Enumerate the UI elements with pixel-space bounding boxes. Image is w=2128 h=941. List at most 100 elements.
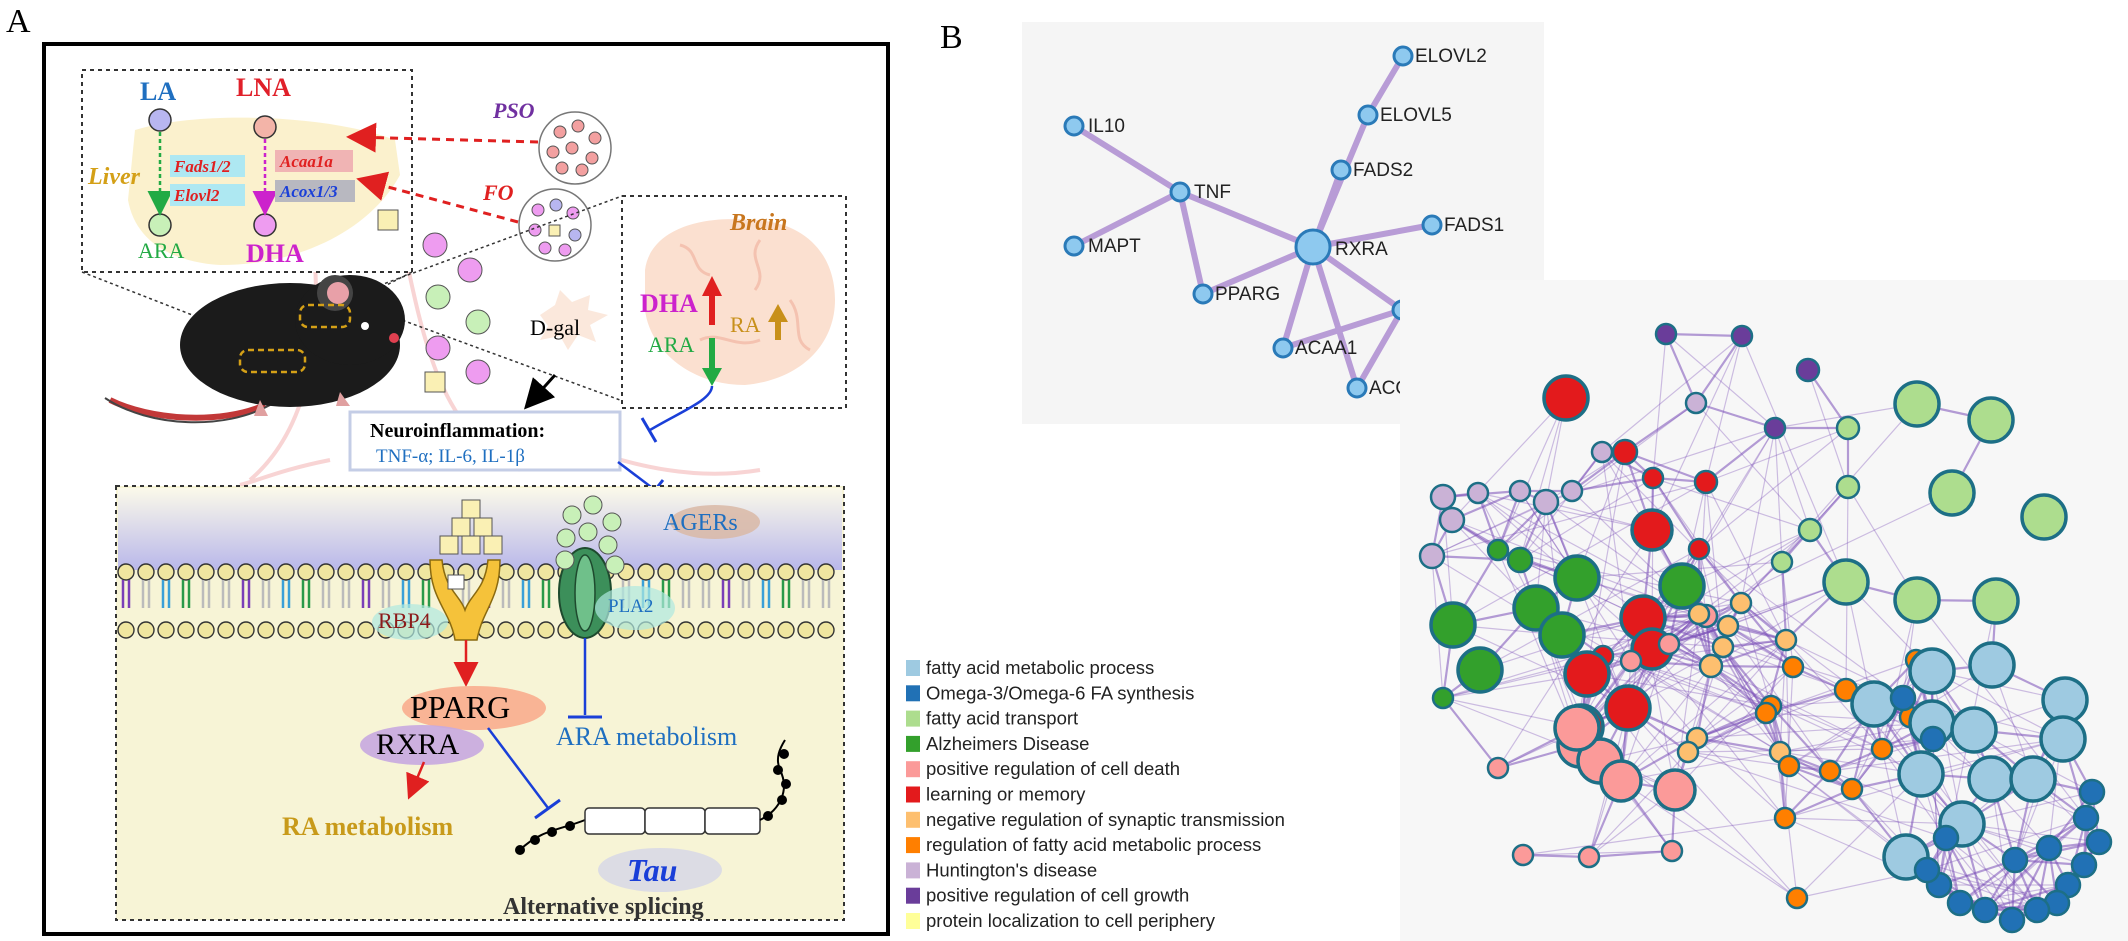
pso-oil [538, 111, 612, 185]
node-label-acaa1: ACAA1 [1295, 338, 1357, 359]
lipid-tail [741, 580, 751, 608]
node-acox3 [1346, 377, 1368, 399]
cluster-edge [1588, 849, 1673, 859]
legend-label: positive regulation of cell growth [926, 885, 1189, 906]
cluster-node [1972, 577, 2020, 625]
lipid-head-top [357, 563, 375, 581]
node-label-il10: IL10 [1088, 116, 1125, 137]
cluster-node [1797, 517, 1823, 543]
cluster-node [1889, 684, 1917, 712]
acaa-badge [275, 150, 353, 172]
pso-label: PSO [492, 98, 535, 123]
lipid-tail [341, 580, 351, 608]
cluster-edge [1620, 780, 1798, 899]
cluster-edge [1665, 332, 1743, 338]
cluster-node [1729, 591, 1753, 615]
lipid-head-top [277, 563, 295, 581]
lipid-head-bottom [157, 621, 175, 639]
cluster-edge [1705, 481, 1787, 641]
liver-label: Liver [87, 164, 141, 190]
cluster-node [1730, 324, 1754, 348]
cluster-edge [1705, 427, 1776, 483]
cluster-node [1822, 558, 1870, 606]
lipid-head-bottom [197, 621, 215, 639]
cluster-node [1619, 649, 1643, 673]
legend-swatch [906, 761, 920, 778]
lipid-head-bottom [777, 621, 795, 639]
cluster-edge [1519, 451, 1603, 561]
node-label-tnf: TNF [1194, 182, 1231, 203]
brain-ra: RA [730, 312, 761, 337]
cluster-edge [2011, 847, 2050, 921]
cluster-edge [1695, 402, 1811, 531]
zoom-line-3 [379, 311, 621, 401]
cluster-edge [1780, 561, 1788, 641]
cluster-node [1781, 655, 1805, 679]
cluster-node [1630, 508, 1674, 552]
node-elovl2 [1392, 45, 1414, 67]
legend-label: protein localization to cell periphery [926, 910, 1216, 931]
cluster-node [1553, 554, 1601, 602]
cluster-node [2085, 828, 2113, 856]
brain-title: Brain [729, 210, 787, 236]
lipid-head-top [297, 563, 315, 581]
cluster-edge [1620, 751, 1781, 782]
acox-badge [275, 180, 355, 202]
edge-pparg-rxra [1200, 244, 1316, 297]
cluster-node [1785, 886, 1809, 910]
legend-swatch [906, 837, 920, 854]
legend-swatch [906, 786, 920, 803]
cluster-edge [1687, 751, 1790, 767]
edge-elovl5-elovl2 [1365, 53, 1406, 118]
cluster-node [1538, 611, 1586, 659]
cluster-node [1818, 759, 1842, 783]
legend-swatch [906, 913, 920, 929]
node-label-rxra: RXRA [1335, 239, 1388, 260]
cluster-node [1946, 889, 1974, 917]
legend-label: regulation of fatty acid metabolic proce… [926, 834, 1261, 855]
cluster-edge [1829, 738, 2064, 772]
fads-badge [170, 155, 245, 177]
lipid-tail [781, 580, 791, 608]
lipid-tail [181, 580, 191, 608]
node-elovl5 [1357, 104, 1379, 126]
edge-tnf-rxra [1177, 189, 1316, 250]
lipid-tail [141, 580, 151, 608]
cluster-edge [1722, 646, 1767, 714]
cluster-node [1508, 479, 1532, 503]
lipid-head-top [397, 563, 415, 581]
cluster-edge [1740, 427, 1776, 604]
cluster-edge [1779, 639, 1787, 753]
cluster-node [1418, 542, 1446, 570]
neuro-title: Neuroinflammation: [370, 420, 545, 442]
cluster-edge [1651, 581, 1847, 650]
cluster-edge [1784, 666, 1794, 819]
lipid-head-top [657, 563, 675, 581]
cluster-edge [1696, 666, 1794, 739]
lipid-head-bottom [137, 621, 155, 639]
fads-label: Fads1/2 [173, 157, 231, 176]
lipid-head-top [217, 563, 235, 581]
cluster-node [1599, 759, 1643, 803]
lipid-head-top [777, 563, 795, 581]
cluster-edge [1695, 335, 1743, 404]
cluster-node [1693, 469, 1719, 495]
cluster-edge [1586, 673, 1676, 791]
lipid-tail [821, 580, 831, 608]
lipid-head-top [317, 563, 335, 581]
cluster-node [1486, 538, 1510, 562]
lipid-head-bottom [697, 621, 715, 639]
cluster-node [1711, 635, 1735, 659]
edge-rxra-acox3 [1310, 244, 1360, 391]
cluster-edge [1624, 450, 1707, 484]
brain-ara: ARA [648, 332, 695, 357]
node-fads2 [1330, 159, 1352, 181]
cluster-node [1431, 686, 1455, 710]
cluster-edge [1652, 477, 1811, 531]
cluster-node [1560, 479, 1584, 503]
cluster-node [1950, 706, 1998, 754]
cluster-edge [1627, 707, 1798, 899]
lipid-tail [701, 580, 711, 608]
legend-label: positive regulation of cell death [926, 758, 1180, 779]
cluster-node [1590, 440, 1614, 464]
